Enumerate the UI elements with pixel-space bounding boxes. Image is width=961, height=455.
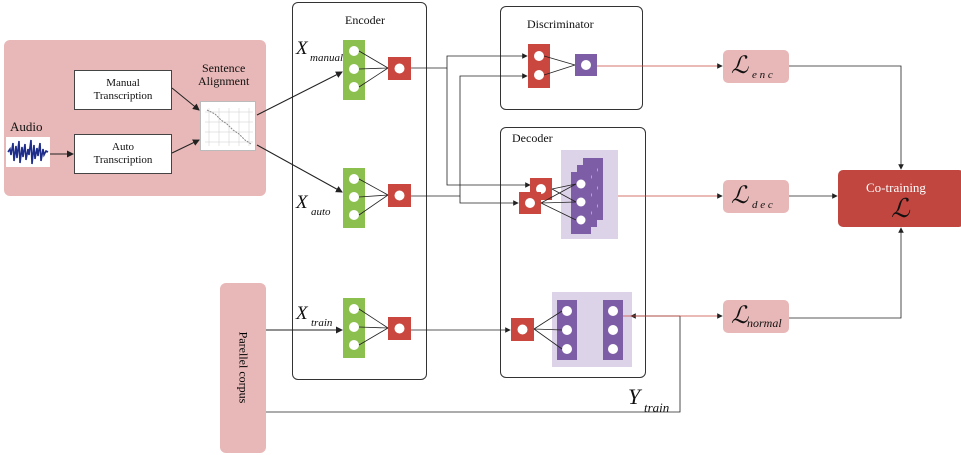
decoder-bottom-purple-column-2: [603, 300, 623, 360]
decoder-top-input-nodes: [519, 178, 552, 214]
decoder-title: Decoder: [512, 131, 553, 145]
cotraining-label: Co-training: [866, 180, 926, 195]
manual-transcription-box: Manual Transcription: [74, 70, 172, 110]
x-train-base: X: [296, 303, 308, 324]
encoder-auto-column: [343, 168, 365, 228]
decoder-bottom-purple-column-1: [557, 300, 577, 360]
enc-loss-box: [723, 50, 789, 83]
y-train-base: Y: [628, 384, 641, 409]
encoder-manual-column: [343, 40, 365, 100]
encoder-manual-output: [388, 57, 411, 80]
auto-transcription-box: Auto Transcription: [74, 134, 172, 174]
discriminator-output-node: [575, 54, 597, 76]
sentence-alignment-label: Sentence Alignment: [198, 61, 250, 88]
encoder-train-output: [388, 317, 411, 340]
alignment-to-xmanual-arrow: [256, 71, 343, 116]
y-train-sub: train: [644, 400, 670, 415]
alignment-plot-icon: [200, 101, 256, 151]
x-auto-sub: auto: [311, 206, 331, 218]
x-train-sub: train: [311, 317, 333, 329]
cotraining-loss-box: [838, 170, 961, 227]
dec-loss-box: [723, 180, 789, 213]
normal-loss-to-cotraining-arrow: [789, 227, 904, 319]
normal-loss-symbol: ℒ: [731, 303, 749, 329]
auto-to-alignment-arrow: [171, 139, 200, 154]
enc-loss-symbol: ℒ: [731, 53, 749, 79]
x-manual-base: X: [296, 38, 308, 59]
normal-loss-subscript: normal: [747, 316, 782, 330]
normal-loss-box: [723, 300, 789, 333]
decoder-bottom-input-node: [511, 318, 534, 341]
corpus-to-ytrain-line: [266, 316, 681, 413]
alignment-to-xauto-arrow: [256, 144, 343, 193]
discriminator-input-column: [528, 44, 550, 88]
audio-waveform: [6, 137, 50, 167]
encoder-title: Encoder: [345, 13, 385, 27]
enc-loss-to-cotraining-arrow: [789, 65, 904, 170]
manual-to-decoder-arrow: [446, 68, 531, 188]
manual-to-alignment-arrow: [171, 87, 200, 111]
encoder-auto-output: [388, 184, 411, 207]
cotraining-symbol: ℒ: [891, 194, 910, 223]
manual-to-discriminator-arrow: [411, 53, 528, 69]
parallel-corpus-bar: [220, 283, 266, 453]
encoder-train-column: [343, 298, 365, 358]
decoder-top-purple-stack: [571, 158, 603, 234]
auto-to-decoder-arrow: [459, 196, 519, 206]
discriminator-title: Discriminator: [527, 17, 594, 31]
enc-loss-subscript: e n c: [752, 69, 773, 81]
dec-loss-subscript: d e c: [752, 199, 773, 211]
dec-loss-symbol: ℒ: [731, 183, 749, 209]
x-auto-base: X: [296, 192, 308, 213]
audio-label: Audio: [10, 119, 43, 134]
x-manual-sub: manual: [310, 52, 343, 64]
auto-to-discriminator-arrow: [411, 73, 528, 197]
